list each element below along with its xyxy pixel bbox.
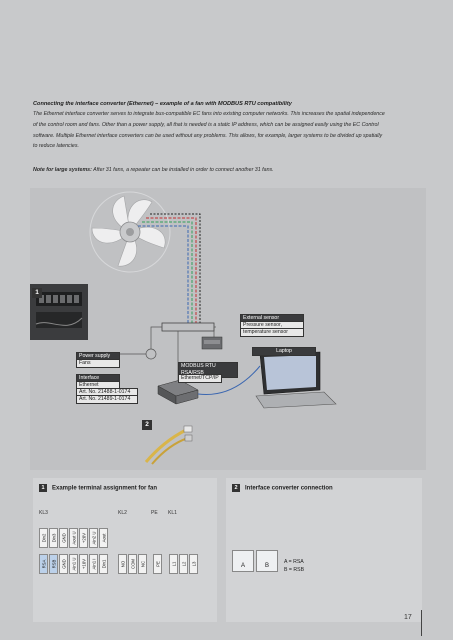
- terminal-din1: Din1: [99, 554, 108, 574]
- terminal-ain1-u: Ain1 U: [69, 554, 78, 574]
- diagram-drawing: [30, 191, 337, 466]
- terminal-com: COM: [128, 554, 137, 574]
- terminal-pe: PE: [153, 554, 162, 574]
- terminal-l3: L3: [189, 554, 198, 574]
- terminal-aout: Aout: [99, 528, 108, 548]
- laptop-label: Laptop: [252, 347, 316, 356]
- kl1-label: KL1: [168, 510, 177, 516]
- badge-1: 1: [32, 288, 42, 298]
- terminal-b-box: B: [256, 550, 278, 572]
- distribution-block: [161, 322, 215, 332]
- note-text: After 31 fans, a repeater can be install…: [91, 167, 274, 173]
- converter-panel-heading: Interface converter connection: [245, 485, 333, 492]
- terminal-gnd-lower: GND: [59, 554, 68, 574]
- terminal-din2: Din2: [39, 528, 48, 548]
- terminal-rsb: RSB: [49, 554, 58, 574]
- ethernet-label: Ethernet/TCP/IP: [178, 374, 222, 383]
- interface-converter-device: [157, 379, 199, 405]
- terminal-20v: +20V: [79, 528, 88, 548]
- terminal-nc: NC: [138, 554, 147, 574]
- terminal-ain1-i: Ain1 I: [89, 554, 98, 574]
- terminal-10v: +10V: [79, 554, 88, 574]
- intro-line-1: The Ethernet interface converter serves …: [33, 111, 385, 117]
- terminal-aout-u: Aout U: [69, 528, 78, 548]
- terminal-l1: L1: [169, 554, 178, 574]
- kl2-label: KL2: [118, 510, 127, 516]
- intro-line-4: to reduce latencies.: [33, 143, 79, 150]
- fans-label: Fans: [76, 359, 120, 368]
- page-number-rule: [421, 610, 422, 636]
- terminal-assignment-panel: 1 Example terminal assignment for fan KL3…: [33, 478, 217, 622]
- intro-line-2: of the control room and fans. Other than…: [33, 121, 379, 128]
- note-label: Note for large systems:: [33, 167, 92, 173]
- connection-diagram: 1 2 External sensor Pressure sensor, tem…: [30, 188, 426, 470]
- legend-b: B = RSB: [284, 567, 305, 573]
- terminal-a-box: A: [232, 550, 254, 572]
- panel-number-1: 1: [39, 484, 47, 492]
- laptop-device: [255, 351, 337, 409]
- legend-a: A = RSA: [284, 559, 304, 565]
- terminal-panel-heading: Example terminal assignment for fan: [52, 485, 158, 492]
- terminal-no: NO: [118, 554, 127, 574]
- large-systems-note: Note for large systems: After 31 fans, a…: [33, 166, 425, 175]
- page-number: 17: [404, 614, 412, 621]
- intro-section: Connecting the interface converter (Ethe…: [33, 100, 425, 152]
- converter-connection-panel: 2 Interface converter connection A B A = …: [226, 478, 422, 622]
- kl3-label: KL3: [39, 510, 48, 516]
- intro-line-3: software. Multiple Ethernet interface co…: [33, 132, 383, 139]
- converter-panel-title: 2 Interface converter connection: [232, 484, 333, 494]
- pe-label: PE: [151, 510, 158, 516]
- fan-illustration: [89, 191, 171, 273]
- art-no-2-label: Art. No. 21489-1-0174: [76, 395, 138, 404]
- badge-2: 2: [142, 420, 152, 430]
- panel-number-2: 2: [232, 484, 240, 492]
- terminal-panel-title: 1 Example terminal assignment for fan: [39, 484, 157, 494]
- terminal-gnd-upper: GND: [59, 528, 68, 548]
- section-heading: Connecting the interface converter (Ethe…: [33, 101, 292, 107]
- temperature-sensor-label: temperature sensor: [240, 328, 304, 337]
- terminal-din3: Din3: [49, 528, 58, 548]
- terminal-l2: L2: [179, 554, 188, 574]
- terminal-rsa: RSA: [39, 554, 48, 574]
- terminal-ain2-u: Ain2 U: [89, 528, 98, 548]
